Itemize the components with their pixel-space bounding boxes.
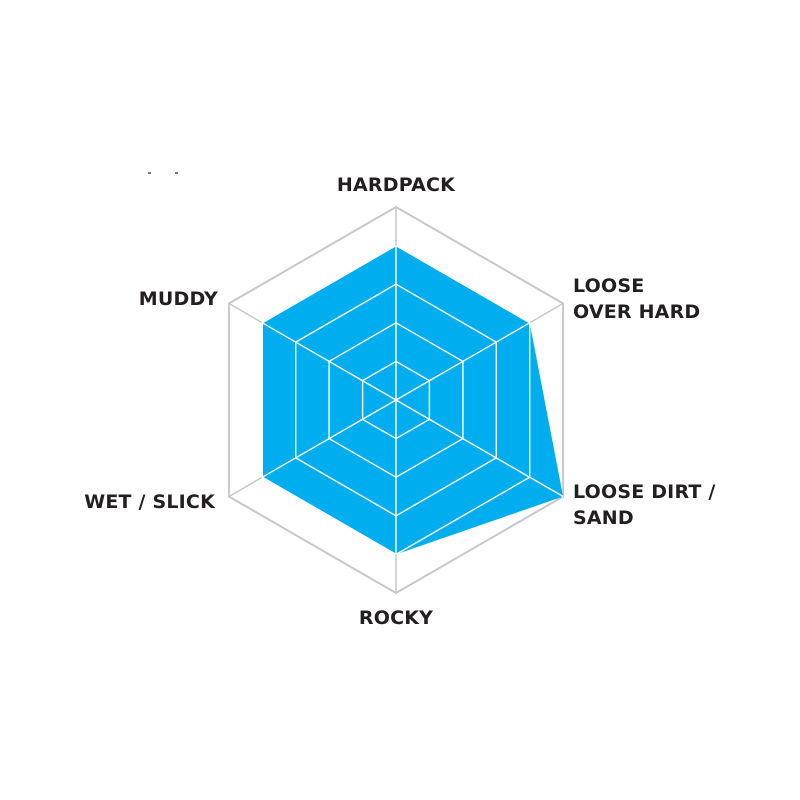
axis-labels: HARDPACK LOOSE OVER HARD LOOSE DIRT / SAND RO…	[84, 174, 715, 629]
axis-label-line: MUDDY	[139, 288, 218, 310]
grid-spoke-inner	[395, 399, 564, 498]
grid-spoke-inner	[261, 322, 397, 401]
axis-label-line: SAND	[573, 507, 634, 529]
axis-label: LOOSE DIRT / SAND	[573, 481, 716, 529]
axis-label-line: LOOSE	[573, 275, 644, 297]
axis-label-line: HARDPACK	[337, 174, 456, 196]
series-polygon	[262, 245, 564, 555]
axis-label: ROCKY	[359, 607, 433, 629]
axis-label: WET / SLICK	[84, 491, 216, 513]
axis-label-line: ROCKY	[359, 607, 433, 629]
series-layer	[262, 245, 564, 555]
axis-label: LOOSE OVER HARD	[573, 275, 700, 323]
axis-label-line: LOOSE DIRT /	[573, 481, 716, 503]
grid-spoke-inner	[395, 322, 531, 401]
inner-grid	[261, 244, 564, 556]
axis-label: MUDDY	[139, 288, 218, 310]
axis-label: HARDPACK	[337, 174, 456, 196]
stray-marks	[148, 172, 178, 174]
grid-spoke-inner	[261, 399, 397, 478]
axis-label-line: WET / SLICK	[84, 491, 216, 513]
axis-label-line: OVER HARD	[573, 301, 700, 323]
